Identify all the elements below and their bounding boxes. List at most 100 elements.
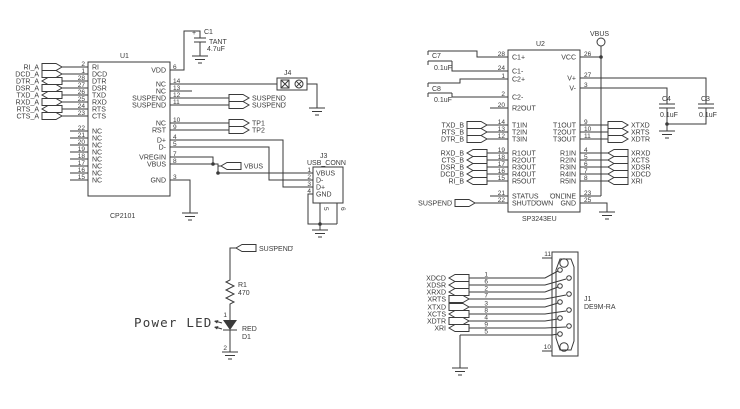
j1-net-label: XDTR [427,319,446,326]
c3-value: 0.1uF [699,112,717,119]
j1-net-label: XRI [434,326,446,333]
j1-gnd-pin-num: 5 [484,329,488,336]
u1-pin-num: 9 [173,124,177,131]
u1-nc-name: NC [92,150,102,157]
u2-pin-name: R4IN [560,172,576,179]
j4-wire [307,83,318,108]
j3-pin-num: 2 [307,174,311,181]
net-label-xtxd: XTXD [631,123,650,130]
u2-pin-num: 18 [498,154,506,161]
u1-pin-num: 27 [78,82,86,89]
u1-nc-num: 17 [78,160,86,167]
j3-pin-name: VBUS [316,171,335,178]
j4-ref: J4 [284,70,292,77]
u1-pin-num: 28 [78,75,86,82]
u1-nc-num: 16 [78,167,86,174]
power-led-caption: Power LED [134,315,213,330]
net-arrow-xrxd [448,288,470,296]
j1-pin-num: 8 [484,308,488,315]
u2-part: SP3243EU [522,216,557,223]
j3-pin-name: D+ [316,185,325,192]
net-arrow-tp1 [228,119,250,127]
u1-nc-num: 15 [78,174,86,181]
net-arrow-rts-a [41,105,63,113]
u2-pin-num: 28 [498,51,506,58]
ground-symbol [191,55,209,64]
resistor-symbol [224,278,236,306]
led-emission-arrowhead [214,320,219,324]
u2-pin-name: T3OUT [553,137,577,144]
u1-part: CP2101 [110,213,135,220]
u2-net-label: DTR_B [441,137,464,144]
u2-pin-num: 14 [498,119,506,126]
j1-pin-num: 7 [484,293,488,300]
net-label-xcts: XCTS [631,158,650,165]
u2-pin-name: ONLINE [550,194,576,201]
u2-net-label: RI_B [448,179,464,186]
u2-body [507,49,581,213]
u1-cp2101-block: U1 CP2101 RI_A DCD_A DTR_A DSR_A TXD_A R… [15,30,313,221]
net-arrow-xrts [448,295,470,303]
net-arrow-tp2 [228,126,250,134]
u1-pin-num: 2 [81,61,85,68]
net-arrow-xdsr [448,281,470,289]
u1-pin-name: VDD [151,68,166,75]
j1-part: DE9M-RA [584,304,616,311]
u2-pin-name: R2OUT [512,158,536,165]
net-label-tp2: TP2 [252,128,265,135]
c3-ref: C3 [701,96,710,103]
net-arrow-xrts [607,128,629,136]
u1-pin-name: NC [156,82,166,89]
j1-net-label: XDCD [426,276,446,283]
vbus-supply-icon [596,37,606,47]
j1-net-label: XRTS [427,297,446,304]
u1-pin-num: 11 [173,99,180,106]
u1-pin-name: DCD [92,72,107,79]
junction-dot [599,55,603,59]
net-arrow-xdcd [448,274,470,282]
u1-ref: U1 [120,53,129,60]
u2-pin-name: R2OUT [512,106,536,113]
u2-pin-num: 17 [498,161,506,168]
u2-pin-num: 3 [584,82,588,89]
j1-pin-num: 9 [484,322,488,329]
net-arrow-xri [607,177,629,185]
c1-ref: C1 [204,29,213,36]
ground-symbol [598,211,616,220]
net-label-vbus: VBUS [244,164,263,171]
u1-pin-name: RI [92,65,99,72]
u1-nc-num: 18 [78,153,86,160]
db9-pin [557,299,563,305]
j3-pin-num: 4 [307,188,311,195]
u2-pin-num: 6 [584,161,588,168]
u2-net-label: DSR_B [441,165,465,172]
u1-pin-num: 12 [173,92,181,99]
u2-pin-num: 21 [498,190,506,197]
u1-wires [62,30,313,213]
j1-ref: J1 [584,296,592,303]
u2-net-label: CTS_B [441,158,464,165]
c7-ref: C7 [432,53,441,60]
c4-value: 0.1uF [660,112,678,119]
u2-pin-name: C2- [512,95,524,102]
u2-pin-num: 12 [498,133,506,140]
u1-nc-name: NC [92,157,102,164]
j3-usb-connector: J3 USB_CONN 1 2 3 4 VBUS D- D+ GND 5 6 [307,153,346,238]
j1-pin-num: 2 [484,286,488,293]
net-label-xdsr: XDSR [631,165,650,172]
u1-pin-num: 3 [173,174,177,181]
u2-pin-num: 10 [584,126,592,133]
db9-pin [566,291,572,297]
net-arrow-xtxd [607,121,629,129]
db9-mount-hole [559,258,569,268]
u1-pin-num: 5 [173,141,177,148]
net-arrow-cts-a [41,112,63,120]
net-arrow-xcts [448,310,470,318]
net-label-tp1: TP1 [252,121,265,128]
u2-pin-num: 2 [501,91,505,98]
net-arrow-dcd-a [41,70,63,78]
db9-pin [557,331,563,337]
u1-pin-name: DSR [92,86,107,93]
ground-symbol [308,107,326,116]
u2-pin-name: C1+ [512,55,525,62]
